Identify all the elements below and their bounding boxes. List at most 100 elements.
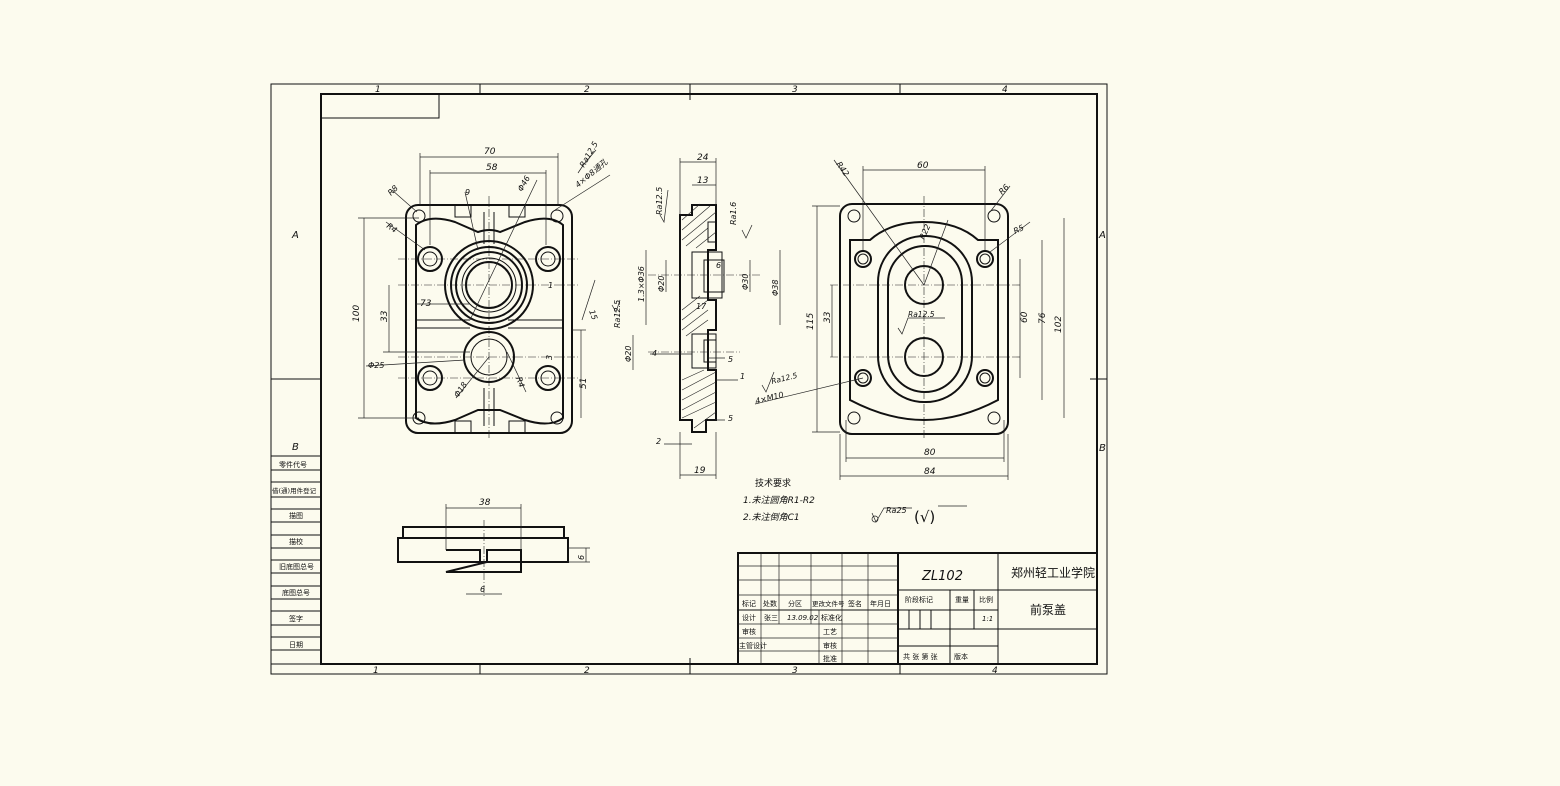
tb-header-change-doc: 更改文件号 (812, 599, 845, 608)
tech-note-2: 2.未注倒角C1 (743, 512, 800, 523)
technical-notes: 技术要求 1.未注圆角R1-R2 2.未注倒角C1 (743, 477, 815, 523)
title-school-name: 郑州轻工业学院 (1011, 565, 1095, 580)
margin-label-old-base: 旧底图总号 (279, 562, 314, 571)
row-label-b-left: B (292, 442, 299, 453)
col-label-2-top: 2 (584, 85, 590, 95)
col-label-3-bottom: 3 (792, 666, 798, 676)
col-label-1-top: 1 (375, 85, 381, 95)
title-block: ZL102 郑州轻工业学院 前泵盖 标记 处数 分区 更改文件号 签名 年月日 … (737, 552, 1098, 665)
front-dim-phi46: Φ46 (516, 174, 532, 193)
margin-label-tracing: 描图 (289, 511, 303, 520)
col-label-4-bottom: 4 (992, 666, 998, 676)
section-dim-13: 13 (697, 176, 709, 186)
front-dim-r4-bottom: R4 (514, 376, 526, 389)
left-margin-table: 零件代号 借(通)用件登记 描图 描校 旧底图总号 底图总号 签字 日期 (270, 455, 322, 665)
back-view: R42 60 R6 R22 R5 115 33 Ra12.5 60 76 102… (754, 159, 1065, 480)
back-dim-33: 33 (823, 311, 833, 323)
section-dim-5-top: 5 (728, 355, 733, 364)
section-dim-phi20-bottom: Φ20 (624, 346, 633, 362)
front-dim-33: 33 (380, 310, 390, 322)
front-dim-100: 100 (352, 305, 362, 322)
section-ra-12-5-mid: Ra12.5 (613, 300, 622, 328)
col-label-1-bottom: 1 (373, 666, 379, 676)
margin-label-borrowed: 借(通)用件登记 (272, 486, 317, 495)
tb-header-mark: 标记 (742, 599, 756, 608)
back-dim-r5: R5 (1012, 223, 1025, 236)
section-dim-1: 1 (740, 372, 745, 381)
tb-header-zone: 分区 (788, 599, 802, 608)
back-dim-r6: R6 (997, 183, 1011, 197)
front-dim-15: 15 (587, 309, 599, 322)
back-dim-r42: R42 (834, 160, 850, 178)
margin-label-trace-check: 描校 (289, 537, 303, 546)
tb-approve-label: 批准 (823, 654, 837, 663)
surface-finish-label: Ra25 (886, 506, 907, 515)
drawing-frame: 1 2 3 4 1 2 3 4 A B A B (270, 83, 1108, 676)
section-dim-2: 2 (656, 437, 661, 446)
tb-check-label: 审核 (742, 627, 756, 636)
col-label-3-top: 3 (792, 85, 798, 95)
front-dim-r4-top: R4 (385, 221, 399, 234)
back-dim-102: 102 (1054, 316, 1064, 333)
bottom-dim-6-slot: 6 (480, 585, 485, 594)
section-dim-17: 17 (696, 302, 707, 311)
title-drawing-number: ZL102 (921, 569, 963, 584)
section-dim-1-3x-phi36: 1.3×Φ36 (637, 266, 646, 302)
section-dim-phi38: Φ38 (771, 280, 780, 296)
back-dim-80: 80 (924, 448, 936, 458)
back-dim-r22: R22 (918, 223, 933, 241)
section-dim-phi20-top: Φ20 (657, 276, 666, 292)
tb-version-label: 版本 (954, 652, 968, 661)
section-dim-phi30: Φ30 (741, 274, 750, 290)
section-dim-5-bottom: 5 (728, 414, 733, 423)
row-label-b-right: B (1099, 443, 1106, 454)
back-dim-76: 76 (1038, 312, 1048, 324)
tb-scale-label: 比例 (979, 595, 993, 604)
front-dim-70: 70 (484, 147, 496, 157)
section-dim-4: 4 (652, 349, 657, 358)
back-dim-60-top: 60 (917, 161, 929, 171)
margin-label-date: 日期 (289, 641, 303, 649)
front-dim-1: 1 (548, 281, 553, 290)
general-surface-finish: Ra25 (√) (871, 505, 967, 526)
tb-design-date: 13.09.02 (787, 614, 819, 622)
section-dim-6: 6 (716, 261, 721, 270)
margin-label-base: 底图总号 (282, 588, 310, 597)
col-label-2-bottom: 2 (584, 666, 590, 676)
bottom-dim-6-side: 6 (577, 555, 586, 560)
back-ra-12-5-center: Ra12.5 (908, 310, 935, 319)
surface-finish-paren: (√) (914, 508, 935, 526)
row-label-a-left: A (291, 230, 299, 241)
title-part-name: 前泵盖 (1030, 602, 1066, 617)
back-ra-12-5-left: Ra12.5 (770, 371, 798, 386)
tech-notes-title: 技术要求 (755, 477, 791, 489)
tb-standardization-label: 标准化 (821, 613, 842, 622)
tb-weight-label: 重量 (955, 596, 969, 604)
tb-process-label: 工艺 (823, 628, 837, 636)
tech-note-1: 1.未注圆角R1-R2 (743, 495, 815, 506)
margin-label-part-code: 零件代号 (279, 460, 307, 469)
section-dim-24: 24 (697, 153, 709, 163)
tb-scale-value: 1:1 (982, 615, 993, 623)
bottom-view: 38 6 6 (397, 498, 590, 596)
front-dim-58: 58 (486, 163, 498, 173)
back-dim-115: 115 (806, 313, 816, 330)
section-ra-12-5-top: Ra12.5 (655, 187, 664, 215)
section-view: 24 13 Ra12.5 Ra1.6 6 1.3×Φ36 Φ20 Φ30 Φ38… (611, 153, 781, 479)
row-label-a-right: A (1098, 230, 1106, 241)
back-dim-60-side: 60 (1020, 311, 1030, 323)
tb-header-sign: 签名 (848, 599, 862, 608)
bottom-dim-38: 38 (479, 498, 491, 508)
front-dim-phi25: Φ25 (368, 361, 384, 370)
col-label-4-top: 4 (1002, 85, 1008, 95)
tb-designer-name: 张三 (764, 613, 778, 622)
tb-header-count: 处数 (763, 599, 777, 608)
front-dim-51: 51 (579, 378, 589, 389)
front-view: 70 58 Ra12.5 4×Φ8通孔 R8 R4 9 Φ46 1 73 100… (352, 140, 611, 440)
back-dim-84: 84 (924, 467, 936, 477)
tb-header-date: 年月日 (870, 599, 891, 608)
tb-design-label: 设计 (742, 613, 756, 622)
front-dim-73: 73 (420, 299, 432, 309)
tb-chief-design-label: 主管设计 (739, 641, 767, 650)
